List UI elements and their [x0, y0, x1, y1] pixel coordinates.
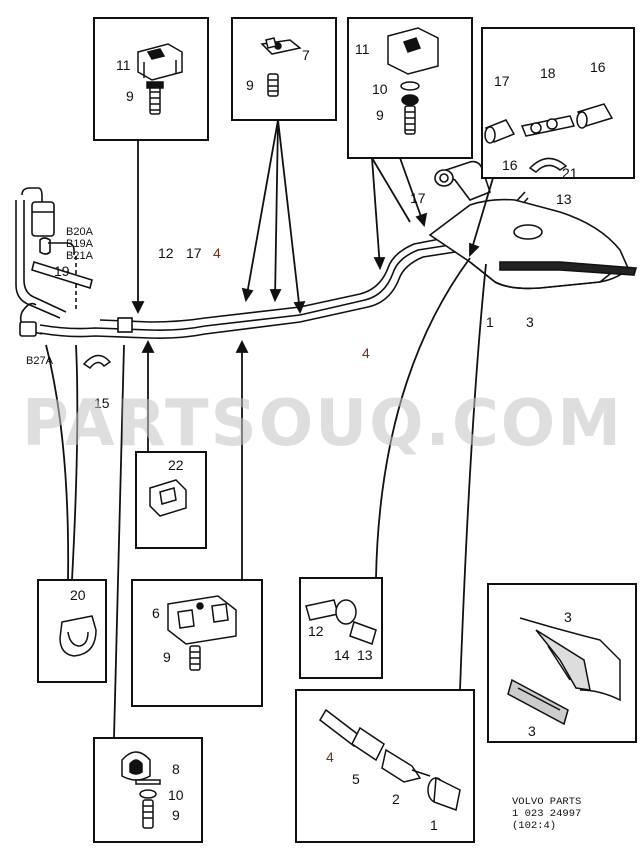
- label-4: 4: [213, 245, 221, 261]
- hose-joint-illustration: [484, 103, 614, 173]
- label-17b: 17: [410, 190, 426, 206]
- label-screw: 9: [126, 88, 134, 104]
- label-screw-9: 9: [172, 807, 180, 823]
- connector-illustration: [319, 708, 461, 812]
- clip-11-illustration: [137, 43, 183, 115]
- detail-box-bracket-7: [231, 17, 337, 121]
- label-connector: 18: [540, 65, 556, 81]
- footer-code: (102:4): [512, 820, 556, 832]
- clip-22-illustration: [149, 479, 187, 517]
- footer-number: 1 023 24997: [512, 808, 581, 820]
- label-line-4: 4: [326, 749, 334, 765]
- watermark: PARTSOUQ.COM: [22, 387, 623, 461]
- label-washer: 10: [372, 81, 388, 97]
- label-engine-b21a: B21A: [66, 250, 94, 262]
- label-engine-b20a: B20A: [66, 226, 94, 238]
- label-6: 6: [152, 605, 160, 621]
- label-screw: 9: [163, 649, 171, 665]
- part-labels: 11 9 7 9 11 10 9 17 18 16 16 21 17 13 B2…: [26, 41, 606, 833]
- label-screw: 9: [246, 77, 254, 93]
- hose-clamp-illustration: [305, 599, 377, 645]
- label-screw: 9: [376, 107, 384, 123]
- fuel-line-assembly: [15, 187, 529, 339]
- label-engine-b19a: B19A: [66, 238, 94, 250]
- label-12: 12: [158, 245, 174, 261]
- label-13: 13: [556, 191, 572, 207]
- label-21: 21: [562, 165, 578, 181]
- label-12b: 12: [308, 623, 324, 639]
- label-20: 20: [70, 587, 86, 603]
- label-3-bottom: 3: [528, 723, 536, 739]
- label-16: 16: [502, 157, 518, 173]
- label-1: 1: [486, 314, 494, 330]
- label-clip: 11: [355, 41, 370, 57]
- clip-6-illustration: [167, 595, 237, 671]
- label-bracket: 7: [302, 47, 310, 63]
- label-3-top: 3: [564, 609, 572, 625]
- label-hose-1: 1: [430, 817, 438, 833]
- label-nut-5: 5: [352, 771, 360, 787]
- detail-box-hose-joint: [481, 27, 635, 179]
- label-washer-10: 10: [168, 787, 184, 803]
- label-hose-left: 17: [494, 73, 510, 89]
- label-hose-right: 16: [590, 59, 606, 75]
- bracket-7-illustration: [260, 37, 302, 97]
- label-4b: 4: [362, 345, 370, 361]
- clip-20-illustration: [59, 615, 97, 657]
- strap-3-illustration: [507, 617, 621, 726]
- label-clip: 11: [116, 57, 131, 73]
- label-14: 14: [334, 647, 350, 663]
- label-15: 15: [94, 395, 110, 411]
- clamp-8-illustration: [121, 751, 161, 829]
- leader-lines: [45, 119, 494, 739]
- label-3: 3: [526, 314, 534, 330]
- label-19: 19: [54, 263, 70, 279]
- footer-title: VOLVO PARTS: [512, 796, 581, 808]
- label-engine-b27a: B27A: [26, 355, 54, 367]
- footer-reference: VOLVO PARTS 1 023 24997 (102:4): [512, 796, 581, 832]
- label-17: 17: [186, 245, 202, 261]
- label-22: 22: [168, 457, 184, 473]
- clip-15-21-illustrations: [82, 354, 112, 370]
- label-13b: 13: [357, 647, 373, 663]
- label-clamp-8: 8: [172, 761, 180, 777]
- clip-11b-illustration: [387, 27, 439, 135]
- label-nipple-2: 2: [392, 791, 400, 807]
